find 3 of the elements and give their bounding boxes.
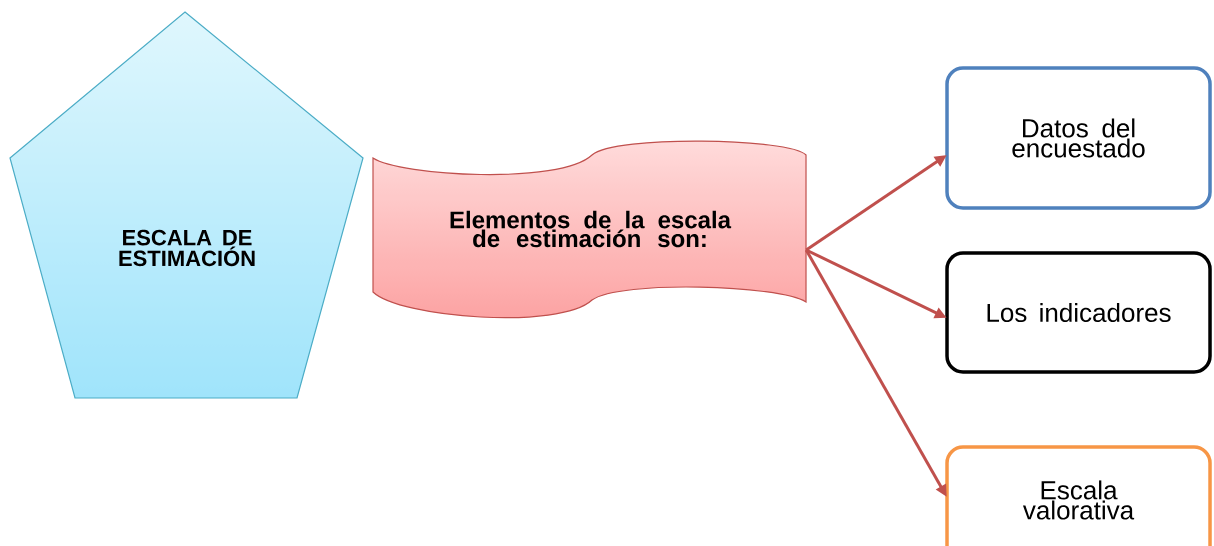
rounded-box: Escala valorativa	[945, 445, 1212, 546]
rounded-box: Datos del encuestado	[945, 66, 1212, 210]
rounded-box: Los indicadores	[945, 251, 1212, 374]
